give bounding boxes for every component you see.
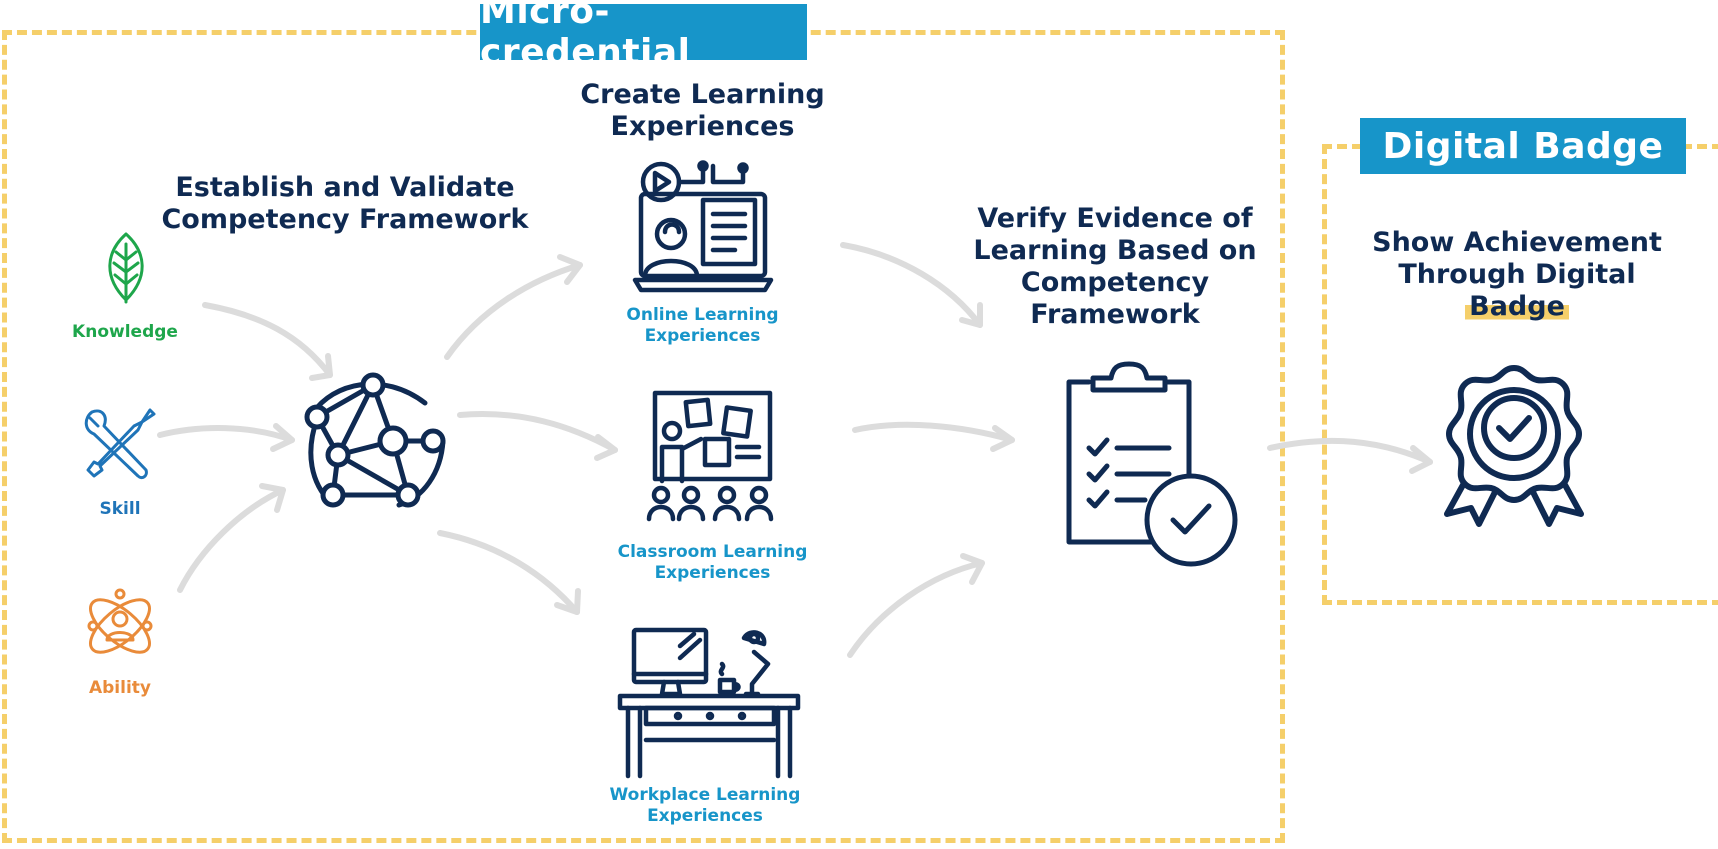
arrow-knowledge-to-network xyxy=(202,302,333,378)
badge-heading-line2: Through Digital xyxy=(1398,259,1636,290)
digital-badge-tag: Digital Badge xyxy=(1360,118,1686,174)
badge-heading-line1: Show Achievement xyxy=(1372,227,1662,258)
badge-heading-line3: Badge xyxy=(1465,291,1569,322)
clipboard-check-icon xyxy=(1066,361,1238,567)
skill-label: Skill xyxy=(99,499,141,519)
desk-workstation-icon xyxy=(617,627,801,779)
arrow-skill-to-network xyxy=(157,425,295,443)
arrow-network-to-workplace xyxy=(437,530,580,615)
arrow-ability-to-network xyxy=(177,487,286,593)
leaf-icon xyxy=(108,232,144,304)
competency-network-icon xyxy=(304,372,446,508)
framework-heading: Establish and Validate Competency Framew… xyxy=(161,172,529,235)
arrow-online-to-verify xyxy=(840,242,983,328)
arrow-workplace-to-verify xyxy=(847,560,985,658)
workplace-learning-label: Workplace Learning Experiences xyxy=(609,785,801,826)
atom-person-icon xyxy=(87,588,153,654)
arrow-classroom-to-verify xyxy=(852,421,1015,443)
online-learning-label: Online Learning Experiences xyxy=(626,305,779,346)
arrow-network-to-classroom xyxy=(457,411,618,453)
ability-label: Ability xyxy=(88,678,151,698)
badge-heading: Show Achievement Through Digital Badge xyxy=(1352,227,1682,323)
classroom-board-icon xyxy=(646,390,774,522)
badge-rosette-icon xyxy=(1444,365,1584,527)
badge-heading-line3-wrap: Badge xyxy=(1352,291,1682,323)
wrench-screwdriver-icon xyxy=(84,408,156,480)
knowledge-label: Knowledge xyxy=(72,322,178,342)
arrow-network-to-online xyxy=(444,262,583,360)
verify-heading: Verify Evidence of Learning Based on Com… xyxy=(973,203,1257,330)
arrow-verify-to-badge xyxy=(1267,437,1433,465)
create-heading: Create Learning Experiences xyxy=(580,79,825,142)
laptop-video-icon xyxy=(632,160,774,293)
classroom-learning-label: Classroom Learning Experiences xyxy=(617,542,808,583)
